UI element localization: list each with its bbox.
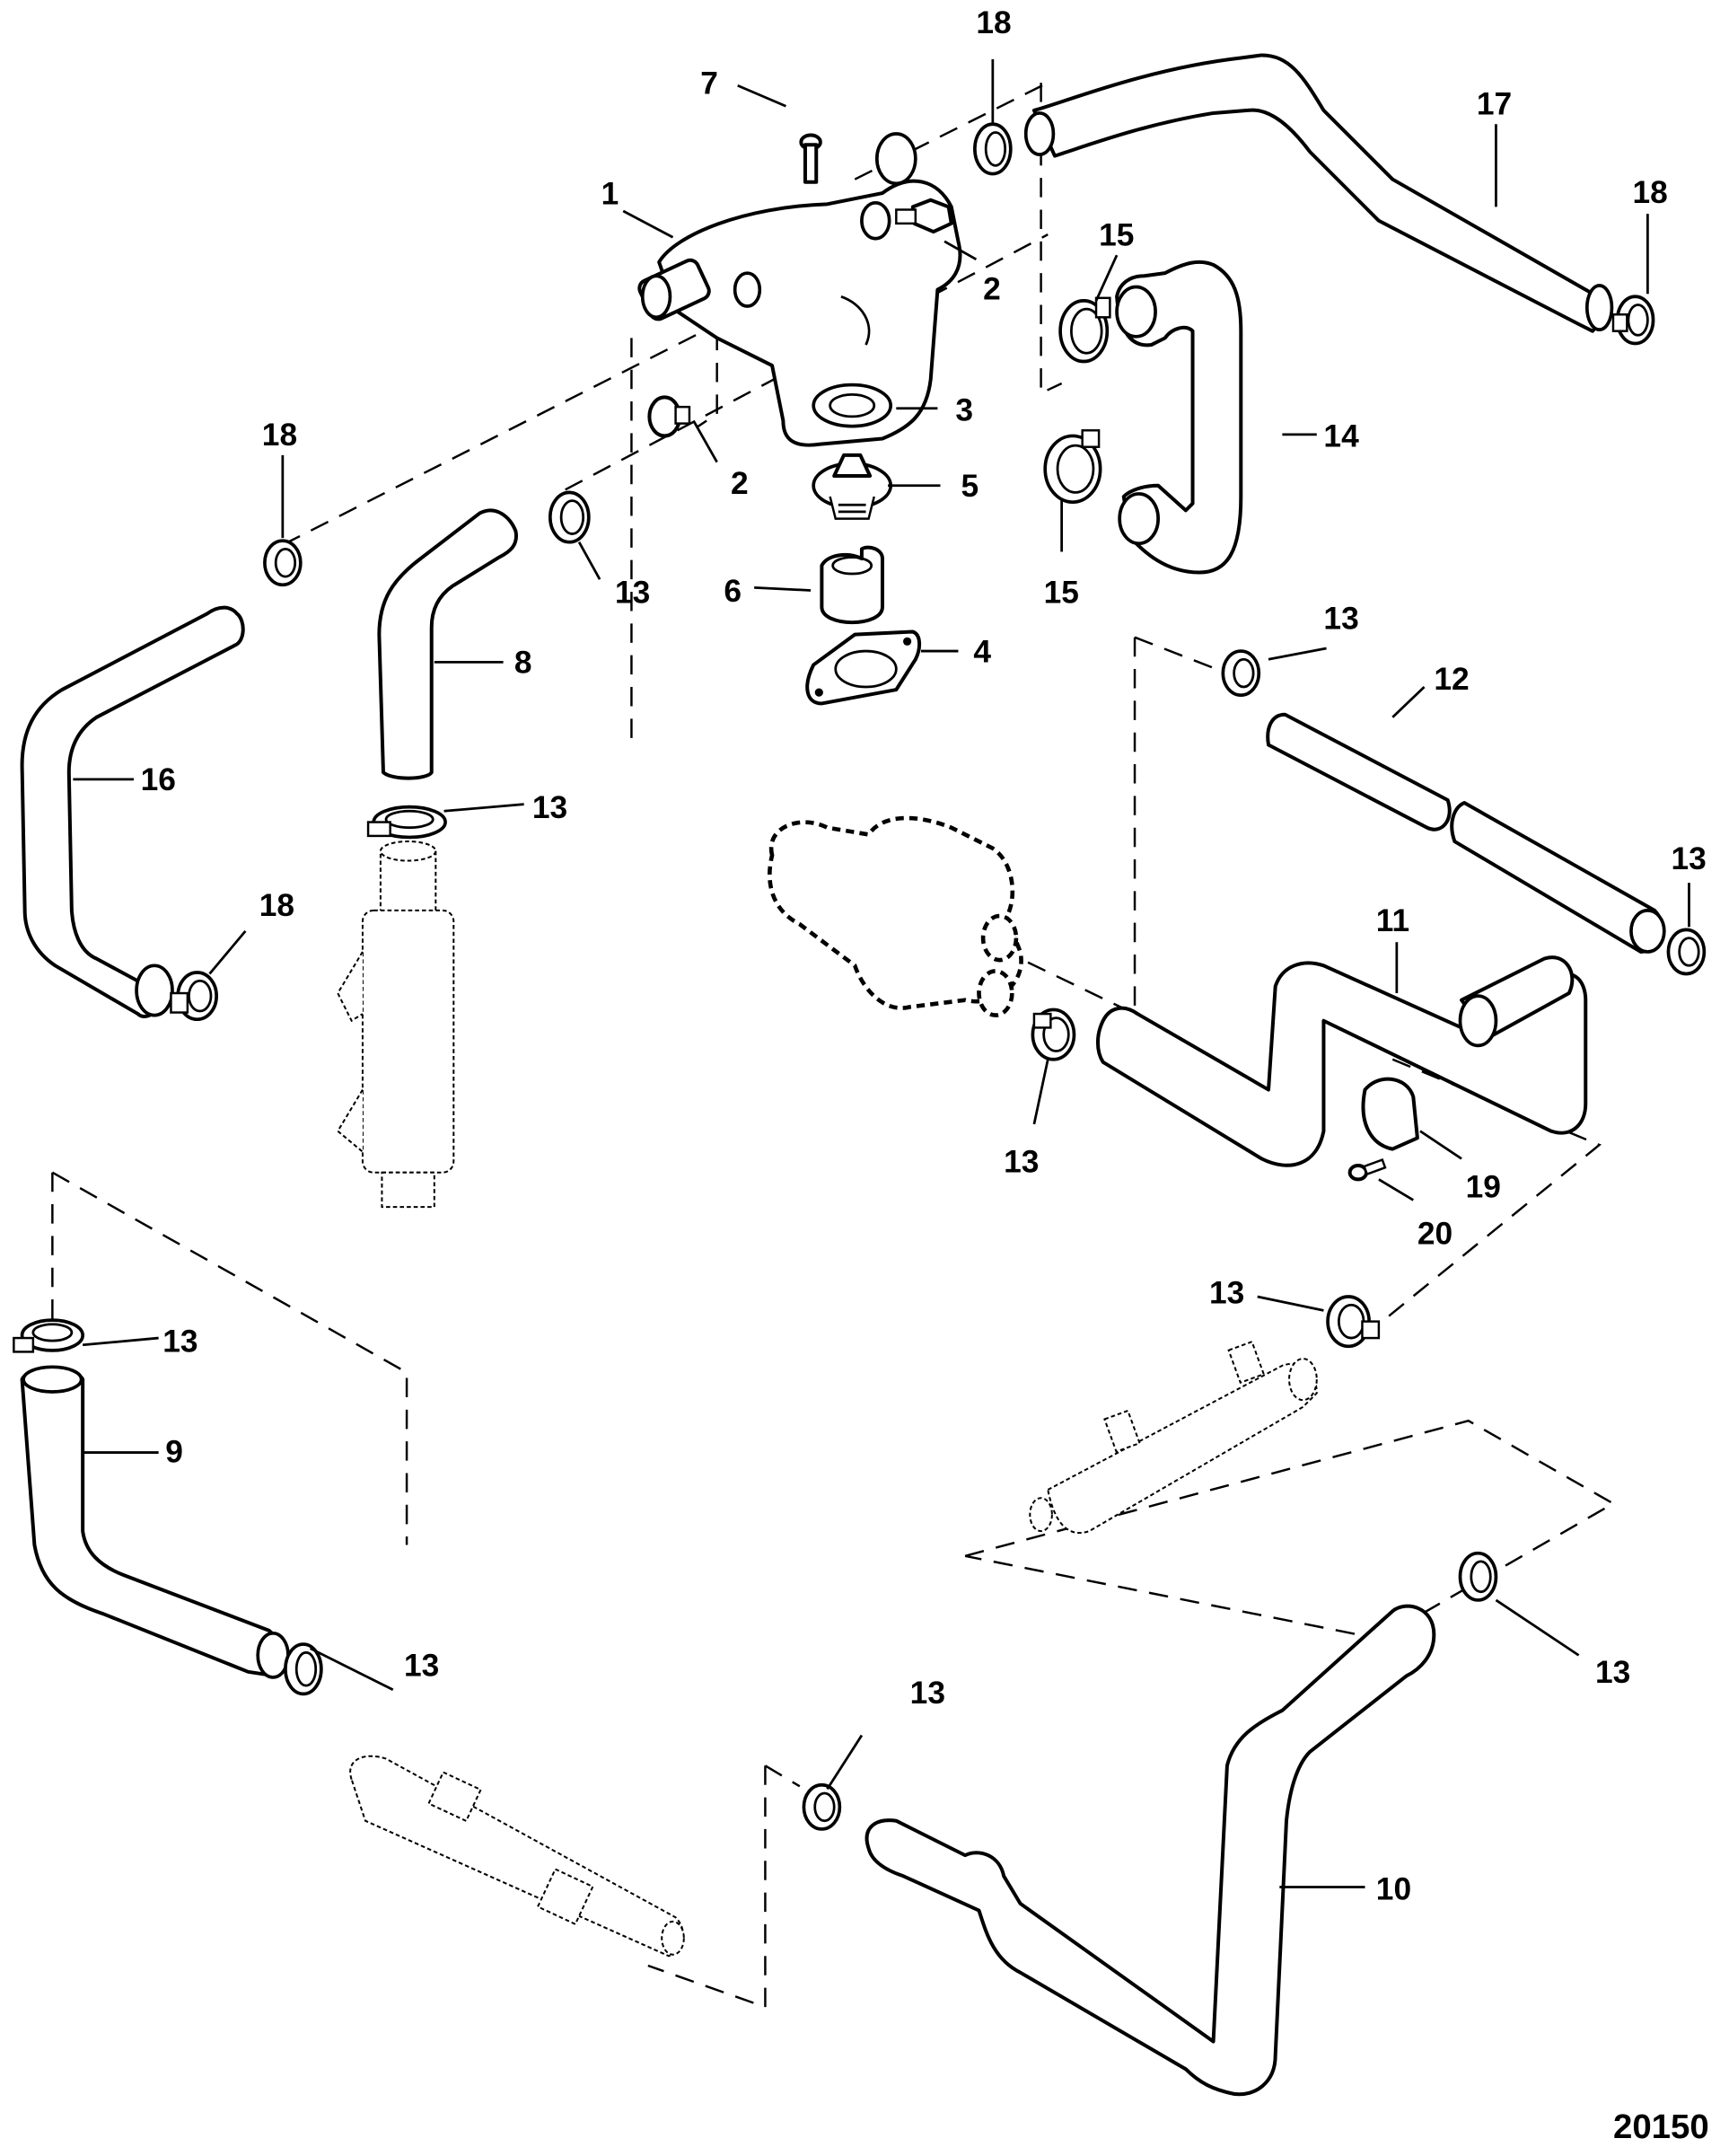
callout-10: 10 xyxy=(1376,1871,1411,1906)
hose-clamp-part-13-hose11 xyxy=(1031,1008,1076,1061)
hose-clamp-part-13-upper-center xyxy=(548,490,591,544)
hose-clamp-part-13-hose10-right xyxy=(1458,1551,1498,1602)
callout-2-upper: 2 xyxy=(983,271,1001,306)
callout-7: 7 xyxy=(700,66,718,101)
hose-clamp-part-18-right xyxy=(1611,295,1655,346)
pump-ghost xyxy=(768,815,1023,1017)
callout-5: 5 xyxy=(961,469,979,504)
callout-8: 8 xyxy=(514,646,532,681)
callout-6: 6 xyxy=(724,574,742,609)
thermostat-housing-part-1 xyxy=(637,132,962,447)
callout-1: 1 xyxy=(601,176,619,211)
hose-clamp-part-18-left-bottom xyxy=(170,971,218,1022)
callout-18-left-bottom: 18 xyxy=(259,888,294,923)
seal-part-3 xyxy=(812,383,893,428)
hose-clamp-part-13-hose9-bottom xyxy=(284,1642,323,1696)
hose-part-14 xyxy=(1115,260,1243,575)
callout-13-hose9-top: 13 xyxy=(162,1324,197,1359)
callout-labels: 1 2 2 3 4 5 6 7 8 9 10 11 12 13 13 13 13… xyxy=(141,5,1707,1906)
callout-13-hose11: 13 xyxy=(1004,1145,1039,1180)
callout-13-hose12-left: 13 xyxy=(1323,601,1358,636)
screw-part-20 xyxy=(1347,1157,1387,1182)
hose-clamp-part-13-cooler-top xyxy=(366,805,447,840)
hose-part-16 xyxy=(20,605,245,1018)
callout-3: 3 xyxy=(955,393,973,428)
hose-part-12 xyxy=(1266,712,1666,954)
callout-13-cooler-right: 13 xyxy=(1209,1276,1244,1311)
plug-part-2-upper xyxy=(895,198,953,234)
callout-18-top: 18 xyxy=(976,5,1011,40)
callout-13-upper-center: 13 xyxy=(615,575,650,610)
hose-part-11 xyxy=(1095,955,1588,1167)
hose-part-17 xyxy=(1023,53,1614,333)
callout-15-upper: 15 xyxy=(1099,217,1134,252)
callout-12: 12 xyxy=(1434,662,1469,697)
hose-clamp-part-13-hose10-left xyxy=(802,1782,842,1831)
callout-17: 17 xyxy=(1477,86,1512,121)
gasket-part-4 xyxy=(805,629,922,706)
hose-clamp-part-13-hose12-left xyxy=(1221,649,1261,698)
figure-number: 20150 xyxy=(1613,2108,1709,2146)
hose-clamp-part-13-cooler-right xyxy=(1326,1295,1381,1349)
callout-18-left-top: 18 xyxy=(262,418,297,453)
hose-clamp-part-18-upper xyxy=(973,122,1013,176)
callout-13-hose12-right: 13 xyxy=(1671,841,1706,876)
sleeve-part-6 xyxy=(820,545,884,625)
hose-clamp-part-13-hose12-right xyxy=(1666,928,1707,976)
screw-part-7 xyxy=(799,133,822,184)
plug-part-2-lower xyxy=(647,395,691,438)
callout-13-cooler-top: 13 xyxy=(532,790,567,825)
callout-13-hose10-left: 13 xyxy=(910,1676,945,1711)
callout-13-hose9-bottom: 13 xyxy=(404,1648,439,1683)
callout-11: 11 xyxy=(1376,903,1409,938)
callout-13-hose10-right: 13 xyxy=(1595,1655,1630,1690)
callout-20: 20 xyxy=(1417,1217,1453,1252)
callout-14: 14 xyxy=(1323,419,1359,454)
hose-clamp-part-18-left-top xyxy=(263,539,303,587)
exhaust-pipe-ghost xyxy=(349,1755,685,1958)
callout-2-lower: 2 xyxy=(731,466,749,501)
thermostat-part-5 xyxy=(812,453,893,520)
cooler-right-ghost xyxy=(1029,1340,1318,1534)
callout-16: 16 xyxy=(141,762,176,797)
hose-part-10 xyxy=(864,1604,1436,2097)
callout-18-right: 18 xyxy=(1632,175,1667,210)
callout-4: 4 xyxy=(973,634,991,669)
leader-lines xyxy=(73,59,1690,1888)
callout-9: 9 xyxy=(165,1434,183,1469)
hose-part-8 xyxy=(377,508,519,780)
hose-part-9 xyxy=(20,1365,290,1679)
cooler-left-ghost xyxy=(336,840,455,1209)
hose-clamp-part-13-hose9-top xyxy=(13,1318,84,1353)
hose-clamp-part-15-upper xyxy=(1058,296,1111,364)
callout-15-lower: 15 xyxy=(1044,575,1079,610)
hose-clamp-part-15-lower xyxy=(1043,429,1102,505)
bracket-part-19 xyxy=(1361,1077,1419,1151)
callout-19: 19 xyxy=(1466,1169,1501,1204)
